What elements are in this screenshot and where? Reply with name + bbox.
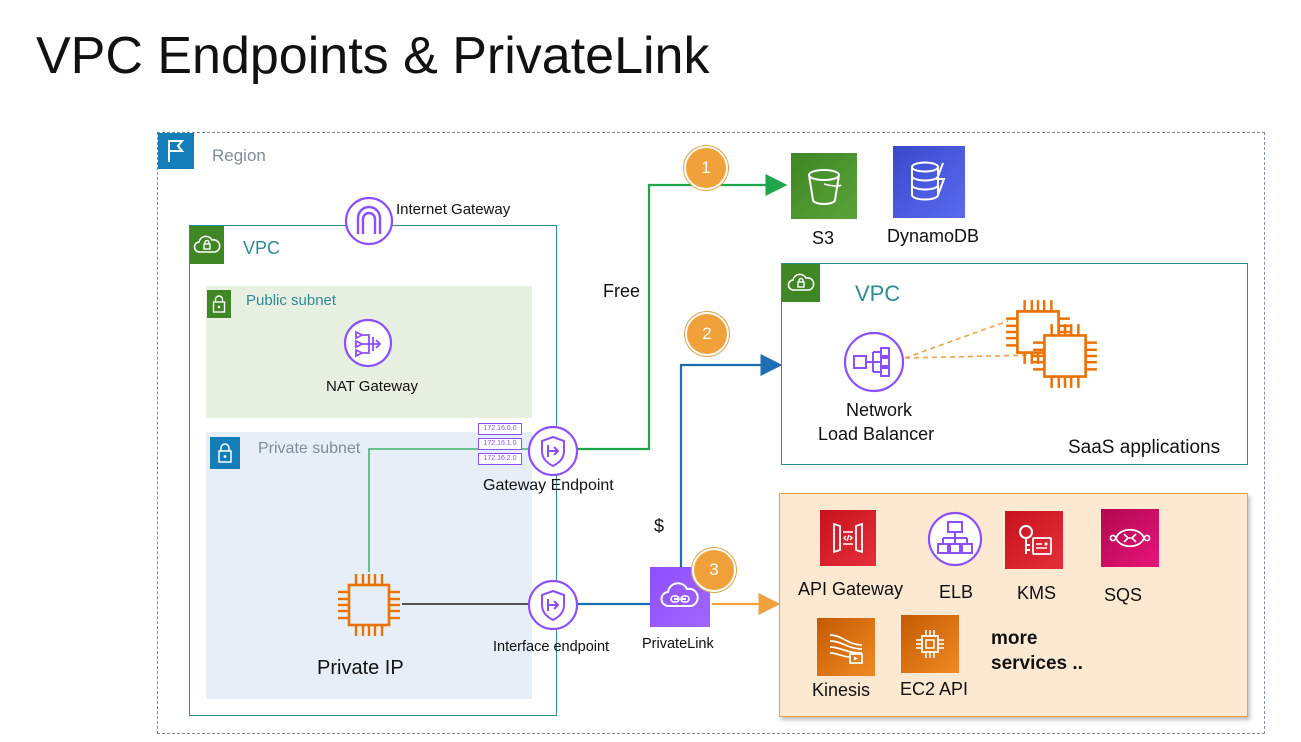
elb-icon[interactable] (927, 511, 983, 567)
public-subnet-lock-icon (207, 290, 231, 318)
page-title: VPC Endpoints & PrivateLink (36, 27, 710, 85)
vpc-cloud-icon (190, 226, 224, 264)
private-subnet-lock-icon (210, 437, 240, 469)
vpc-main-label: VPC (243, 238, 281, 258)
gateway-route-table: 172.16.0.0 172.16.1.0 172.16.2.0 (478, 423, 522, 465)
interface-endpoint-label: Interface endpoint (493, 639, 610, 655)
dynamodb-icon[interactable] (893, 146, 965, 218)
more-services-line2: services .. (991, 653, 1083, 674)
ec2-instance-icon[interactable] (334, 570, 404, 640)
route-entry: 172.16.2.0 (478, 453, 522, 465)
saas-vpc-label: VPC (855, 281, 901, 306)
step-badge: 2 (685, 312, 729, 356)
route-instance-to-gateway (368, 448, 528, 572)
s3-bucket-icon[interactable] (791, 153, 857, 219)
api-gateway-icon[interactable] (820, 510, 876, 566)
nat-gateway-label: NAT Gateway (326, 378, 418, 395)
nat-gateway-icon[interactable] (343, 318, 393, 368)
network-load-balancer-icon[interactable] (843, 331, 905, 393)
saas-vpc-group (781, 263, 1248, 465)
more-services-line1: more (991, 628, 1038, 649)
sqs-icon[interactable] (1101, 509, 1159, 567)
route-entry: 172.16.0.0 (478, 423, 522, 435)
internet-gateway-icon[interactable] (344, 196, 394, 246)
saas-vpc-cloud-icon (782, 264, 820, 302)
kinesis-icon[interactable] (817, 618, 875, 676)
gateway-endpoint-label: Gateway Endpoint (483, 477, 614, 494)
ec2-api-icon[interactable] (901, 615, 959, 673)
saas-ec2-instance-icon[interactable] (1029, 320, 1101, 392)
route-entry: 172.16.1.0 (478, 438, 522, 450)
region-label: Region (212, 146, 266, 165)
cost-label: $ (654, 516, 665, 536)
region-flag-icon (158, 133, 194, 169)
privatelink-label: PrivateLink (642, 636, 714, 652)
ec2-api-label: EC2 API (900, 679, 969, 699)
gateway-endpoint-icon[interactable] (527, 425, 579, 477)
saas-applications-label: SaaS applications (1068, 437, 1221, 458)
nlb-link-2 (904, 354, 1036, 359)
elb-label: ELB (939, 582, 974, 602)
region-group (157, 132, 1265, 734)
public-subnet-label: Public subnet (246, 292, 337, 309)
api-gateway-label: API Gateway (798, 579, 904, 599)
step-badge: 1 (684, 146, 728, 190)
interface-endpoint-icon[interactable] (527, 579, 579, 631)
nlb-label-line2: Load Balancer (818, 424, 935, 444)
nlb-link-1 (904, 320, 1009, 359)
nlb-label-line1: Network (846, 400, 913, 420)
private-subnet-label: Private subnet (258, 440, 361, 457)
dynamodb-label: DynamoDB (887, 226, 980, 246)
s3-label: S3 (812, 228, 835, 248)
kms-label: KMS (1017, 583, 1057, 603)
sqs-label: SQS (1104, 585, 1143, 605)
free-label: Free (603, 281, 641, 301)
step-badge: 3 (692, 548, 736, 592)
kms-icon[interactable] (1005, 511, 1063, 569)
route-privatelink-to-saas (679, 354, 783, 568)
private-ip-label: Private IP (317, 657, 404, 679)
internet-gateway-label: Internet Gateway (396, 201, 511, 218)
kinesis-label: Kinesis (812, 680, 871, 700)
